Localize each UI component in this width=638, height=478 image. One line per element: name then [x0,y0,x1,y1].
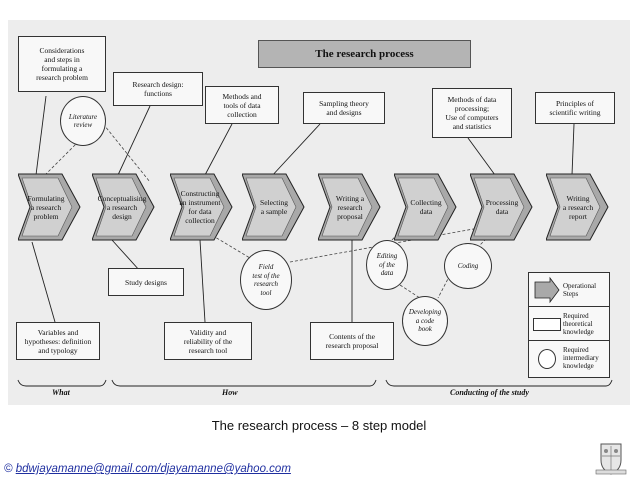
step-constructing-instrument: Constructing an instrument for data coll… [170,170,236,244]
step-processing-data: Processing data [470,170,536,244]
box-contents-proposal: Contents of the research proposal [310,322,394,360]
step-label: Writing a research proposal [335,193,365,221]
step-label: Collecting data [410,198,442,216]
box-considerations: Considerations and steps in formulating … [18,36,106,92]
box-variables: Variables and hypotheses: definition and… [16,322,100,360]
step-collecting-data: Collecting data [394,170,460,244]
crest-logo-icon [595,443,627,475]
oval-field-test: Field test of the research tool [240,250,292,310]
copyright-symbol: © [4,463,13,475]
step-writing-proposal: Writing a research proposal [318,170,384,244]
step-writing-report: Writing a research report [546,170,612,244]
box-validity: Validity and reliability of the research… [164,322,252,360]
box-sampling-theory: Sampling theory and designs [303,92,385,124]
step-conceptualising-design: Conceptualising a research design [92,170,158,244]
box-study-designs: Study designs [108,268,184,296]
step-label: Selecting a sample [260,198,288,216]
legend-row-intermediary: Required intermediary knowledge [529,341,609,375]
slide-caption: The research process – 8 step model [211,418,427,433]
diagram-title: The research process [258,40,471,68]
legend-label: Operational Steps [563,282,597,298]
box-methods-processing: Methods of data processing; Use of compu… [432,88,512,138]
box-methods-tools: Methods and tools of data collection [205,86,279,124]
footer-emails[interactable]: bdwjayamanne@gmail.com/djayamanne@yahoo.… [15,463,291,475]
step-label: Writing a research report [562,193,594,221]
legend-label: Required intermediary knowledge [563,346,599,370]
step-selecting-sample: Selecting a sample [242,170,308,244]
footer-credit: © bdwjayamanne@gmail.com/djayamanne@yaho… [4,463,291,475]
legend-label: Required theoretical knowledge [563,312,594,336]
legend: Operational Steps Required theoretical k… [528,272,610,378]
box-research-design-functions: Research design: functions [113,72,203,106]
legend-row-operational: Operational Steps [529,273,609,307]
step-label: Constructing an instrument for data coll… [179,189,221,225]
step-label: Processing data [485,198,519,216]
section-conducting: Conducting of the study [450,388,529,397]
oval-literature-review: Literature review [60,96,106,146]
operational-step-icon [534,276,560,304]
section-how: How [222,388,238,397]
box-principles-writing: Principles of scientific writing [535,92,615,124]
step-formulating-problem: Formulating a research problem [18,170,84,244]
theoretical-box-icon [533,318,561,331]
oval-coding: Coding [444,243,492,289]
section-what: What [52,388,70,397]
oval-code-book: Developing a code book [402,296,448,346]
oval-editing-data: Editing of the data [366,240,408,290]
legend-row-theoretical: Required theoretical knowledge [529,307,609,341]
intermediary-oval-icon [538,349,556,369]
step-label: Conceptualising a research design [97,193,147,221]
step-label: Formulating a research problem [27,193,65,221]
